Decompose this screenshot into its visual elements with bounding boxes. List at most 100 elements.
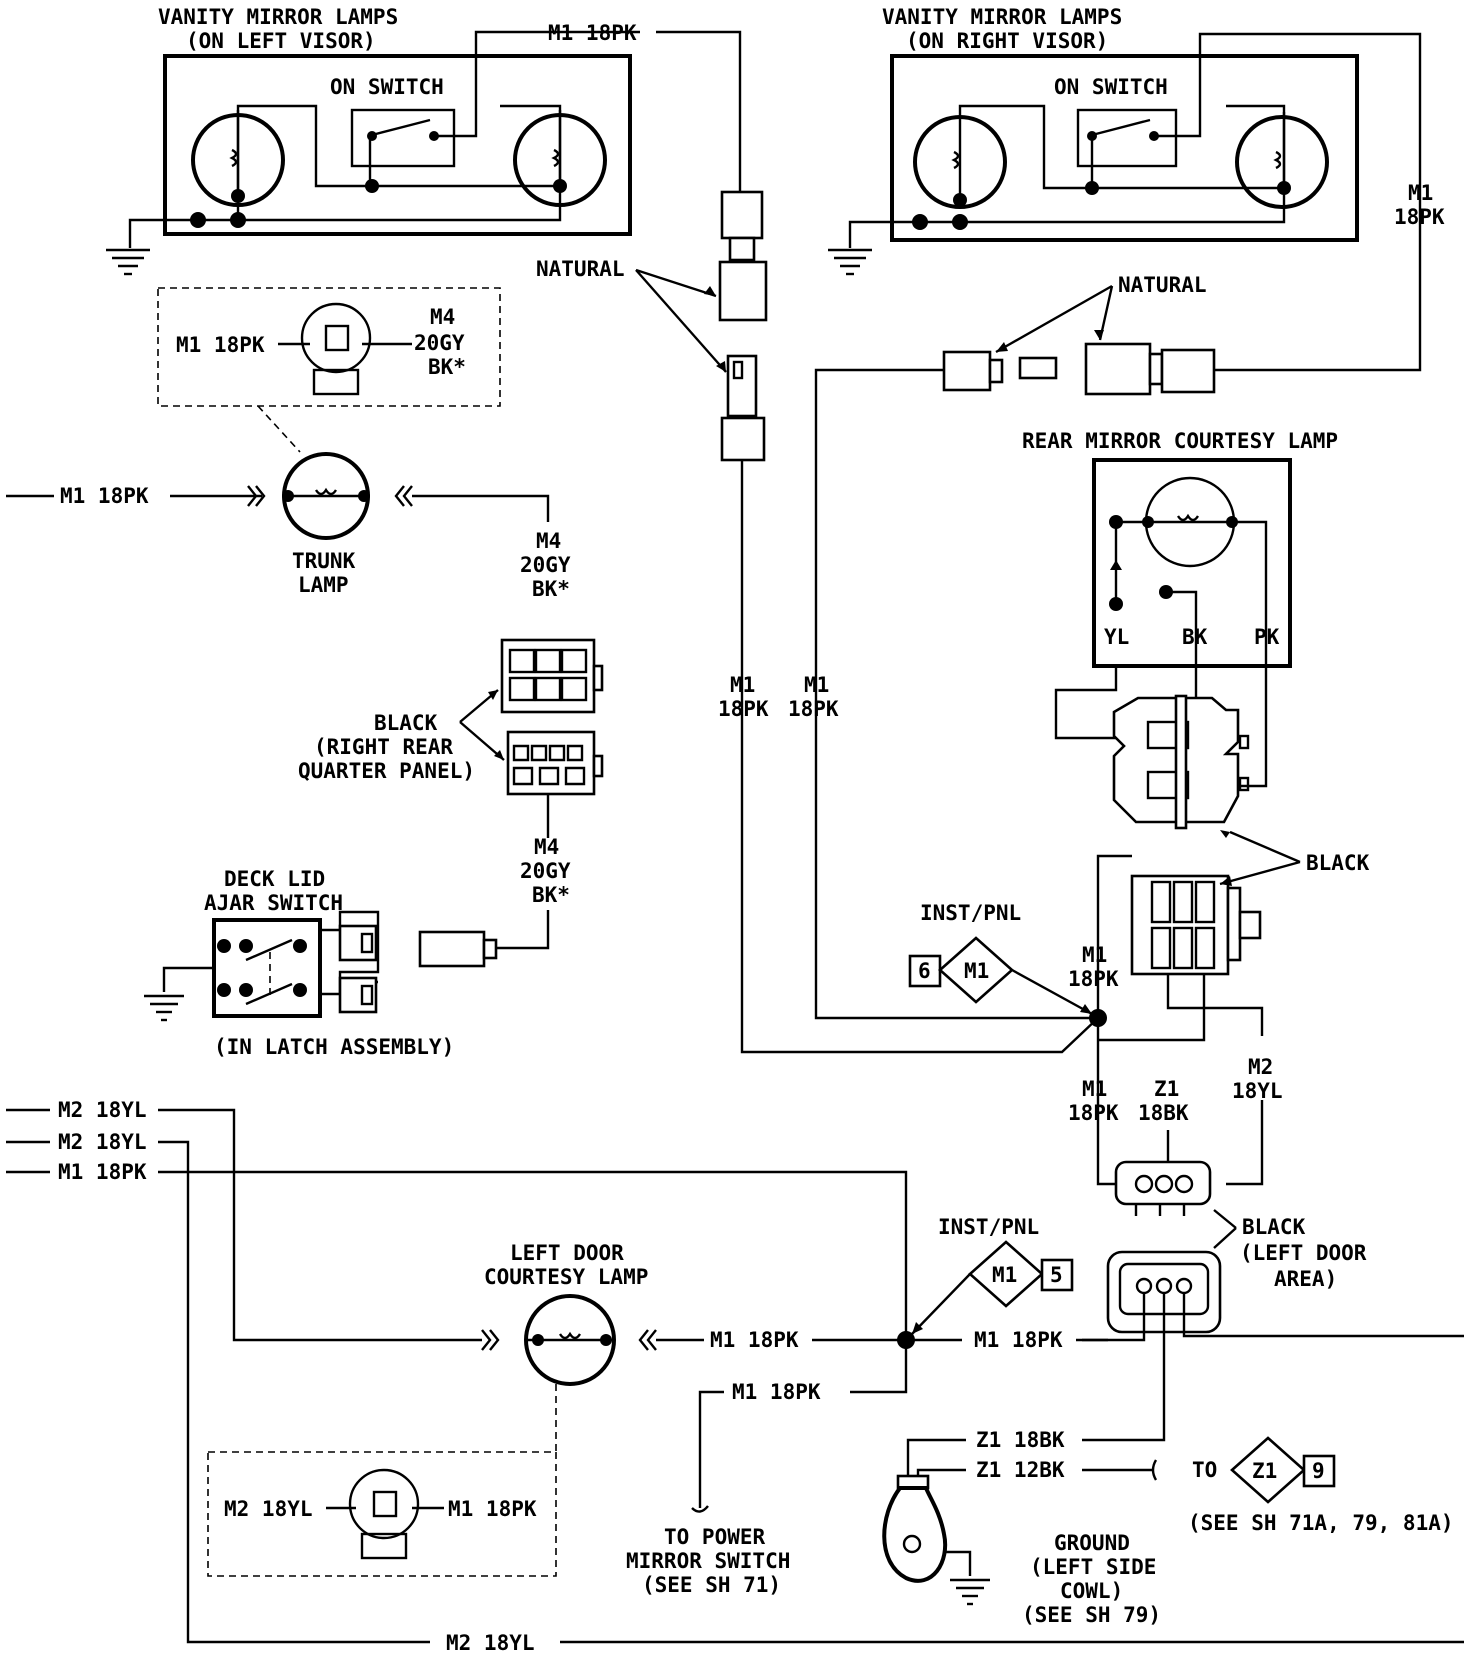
m4-lower-2: 20GY (520, 859, 571, 883)
left-door-courtesy-lamp: LEFT DOOR COURTESY LAMP M1 18PK M2 18YL … (207, 1241, 906, 1577)
bulb-socket-icon (300, 302, 372, 374)
black-quarter-2: (RIGHT REAR (314, 735, 453, 759)
splice-z1-1: Z1 (1154, 1077, 1179, 1101)
left-visor-box (163, 54, 632, 236)
splice-z1-2: 18BK (1138, 1101, 1189, 1125)
right-visor-bulb-right (1235, 115, 1329, 209)
splice-secondary: M1 18PK M1 18PK TO POWER MIRROR SWITCH (… (626, 1328, 1108, 1597)
ground-label-2: (LEFT SIDE (1030, 1555, 1156, 1579)
left-visor-assembly: VANITY MIRROR LAMPS (ON LEFT VISOR) ON S… (106, 5, 742, 276)
ground-icon (144, 994, 184, 1022)
ground-label-4: (SEE SH 79) (1022, 1603, 1161, 1627)
left-door-lamp-bulb (524, 1294, 616, 1386)
black-door-3: AREA) (1274, 1267, 1337, 1291)
trunk-lamp-label-2: LAMP (298, 573, 349, 597)
trunk-wire-out-2: 20GY (520, 553, 571, 577)
black-quarter-1: BLACK (374, 711, 438, 735)
center-wire-a2: 18PK (718, 697, 769, 721)
splice2-down: M1 18PK (732, 1380, 821, 1404)
deck-lid-label-2: AJAR SWITCH (204, 891, 343, 915)
rear-mirror-title: REAR MIRROR COURTESY LAMP (1022, 429, 1338, 453)
ground-code: Z1 (1252, 1459, 1277, 1483)
trunk-lamp: M1 18PK TRUNK LAMP M4 20GY BK* (6, 452, 571, 601)
left-visor-wire-label: M1 18PK (548, 21, 637, 45)
splice-m1-1: M1 (1082, 1077, 1107, 1101)
right-visor-switch (1076, 108, 1178, 168)
left-door-inset-right: M1 18PK (448, 1497, 537, 1521)
power-mirror-3: (SEE SH 71) (642, 1573, 781, 1597)
splice-m1-2: 18PK (1068, 1101, 1119, 1125)
natural-connector-left: NATURAL (536, 190, 1099, 1054)
bulb-socket-icon (348, 1468, 420, 1540)
deck-lid-ajar-switch: DECK LID AJAR SWITCH (IN LATCH ASSEMBLY) (144, 867, 454, 1059)
black-right-label: BLACK (1306, 851, 1370, 875)
right-visor-wire-1: M1 (1408, 181, 1433, 205)
trunk-wire-out-3: BK* (532, 577, 570, 601)
trunk-wire-out-1: M4 (536, 529, 561, 553)
power-mirror-1: TO POWER (664, 1525, 766, 1549)
ground-label-3: COWL) (1060, 1579, 1123, 1603)
center-wire-b2: 18PK (788, 697, 839, 721)
right-visor-title-2: (ON RIGHT VISOR) (906, 29, 1108, 53)
splice-in-1: M1 (1082, 943, 1107, 967)
black-connector-left-door: BLACK (LEFT DOOR AREA) (1082, 1209, 1464, 1442)
inst-pnl-top-num: 6 (918, 959, 931, 983)
ground-see: (SEE SH 71A, 79, 81A) (1188, 1511, 1454, 1535)
right-visor-title-1: VANITY MIRROR LAMPS (882, 5, 1122, 29)
ground-label-1: GROUND (1054, 1531, 1130, 1555)
left-visor-switch-label: ON SWITCH (330, 75, 444, 99)
pin-bk: BK (1182, 625, 1208, 649)
ground-cowl: Z1 18BK Z1 12BK TO Z1 9 (SEE SH 71A, 79,… (882, 1428, 1454, 1627)
ground-icon (828, 248, 872, 276)
splice-m2-1: M2 (1248, 1055, 1273, 1079)
ground-num: 9 (1312, 1459, 1325, 1483)
trunk-wire-in: M1 18PK (60, 484, 149, 508)
black-door-2: (LEFT DOOR (1240, 1241, 1367, 1265)
trunk-inset-r2: 20GY (414, 331, 465, 355)
deck-lid-label-1: DECK LID (224, 867, 325, 891)
bottom-return-wire: M2 18YL (446, 1631, 1464, 1655)
black-connector-right: BLACK (1096, 830, 1370, 1042)
power-mirror-2: MIRROR SWITCH (626, 1549, 790, 1573)
left-feed-wires: M2 18YL M2 18YL M1 18PK (6, 1098, 908, 1644)
natural-label-right: NATURAL (1118, 273, 1207, 297)
trunk-inset-left: M1 18PK (176, 333, 265, 357)
trunk-inset-r1: M4 (430, 305, 455, 329)
left-door-inset-left: M2 18YL (224, 1497, 313, 1521)
ground-to: TO (1192, 1458, 1217, 1482)
center-wire-b1: M1 (804, 673, 829, 697)
inst-pnl-bottom-label: INST/PNL (938, 1215, 1039, 1239)
natural-label-left: NATURAL (536, 257, 625, 281)
rear-mirror-courtesy-lamp: REAR MIRROR COURTESY LAMP YL BK PK (1022, 429, 1338, 830)
ground-wire-1: Z1 18BK (976, 1428, 1065, 1452)
left-feed-1: M2 18YL (58, 1098, 147, 1122)
black-door-1: BLACK (1242, 1215, 1306, 1239)
inst-pnl-bottom-num: 5 (1050, 1263, 1063, 1287)
right-visor-assembly: VANITY MIRROR LAMPS (ON RIGHT VISOR) ON … (828, 5, 1445, 372)
ground-icon (106, 248, 150, 276)
bottom-wire-label: M2 18YL (446, 1631, 535, 1655)
m4-lower-3: BK* (532, 883, 570, 907)
splice-main: M1 18PK M1 18PK Z1 18BK M2 18YL (1068, 943, 1283, 1216)
pin-pk: PK (1254, 625, 1280, 649)
splice-in-2: 18PK (1068, 967, 1119, 991)
ground-wire-2: Z1 12BK (976, 1458, 1065, 1482)
inst-pnl-connector-bottom: INST/PNL M1 5 (911, 1215, 1074, 1335)
pin-yl: YL (1104, 625, 1129, 649)
trunk-lamp-label-1: TRUNK (292, 549, 356, 573)
left-feed-2: M2 18YL (58, 1130, 147, 1154)
inst-pnl-bottom-code: M1 (992, 1263, 1017, 1287)
trunk-inset-r3: BK* (428, 355, 466, 379)
splice2-right: M1 18PK (974, 1328, 1063, 1352)
inst-pnl-top-label: INST/PNL (920, 901, 1021, 925)
trunk-inset: M1 18PK M4 20GY BK* (157, 287, 501, 453)
right-visor-wire-2: 18PK (1394, 205, 1445, 229)
inst-pnl-top-code: M1 (964, 959, 989, 983)
right-visor-switch-label: ON SWITCH (1054, 75, 1168, 99)
left-door-wire-right: M1 18PK (710, 1328, 799, 1352)
splice-m2-2: 18YL (1232, 1079, 1283, 1103)
left-visor-title-1: VANITY MIRROR LAMPS (158, 5, 398, 29)
inst-pnl-connector-top: INST/PNL 6 M1 (908, 901, 1093, 1016)
black-quarter-3: QUARTER PANEL) (298, 759, 475, 783)
